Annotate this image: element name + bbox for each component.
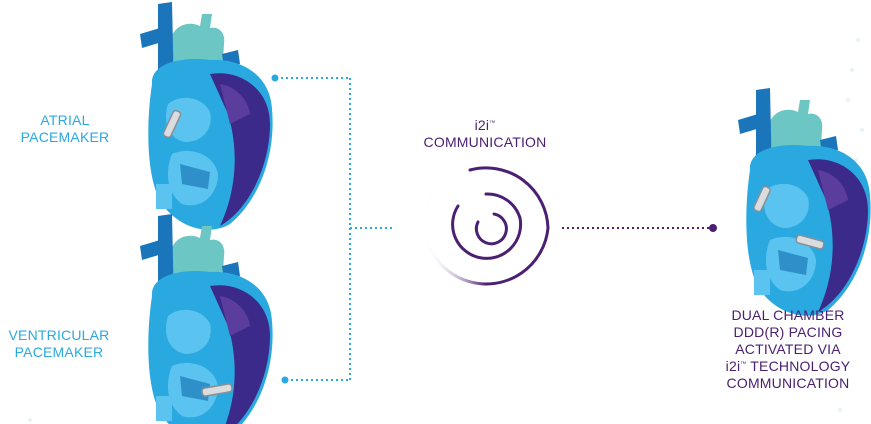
result-label-line5: COMMUNICATION <box>726 375 850 391</box>
dual-atrial-device-icon <box>753 185 771 213</box>
atrial-pacemaker-label: ATRIAL PACEMAKER <box>6 112 124 146</box>
result-label-tm: ™ <box>740 361 747 368</box>
atrial-connector-dot <box>271 74 279 82</box>
atrial-label-line1: ATRIAL <box>40 112 90 128</box>
atrial-label-line2: PACEMAKER <box>20 129 110 145</box>
result-label-line1: DUAL CHAMBER <box>731 307 845 323</box>
communication-label: i2i™ COMMUNICATION <box>410 117 560 151</box>
ventricular-pacemaker-device-icon <box>201 383 233 397</box>
signal-icon <box>422 166 550 286</box>
heart-atrial-icon <box>140 2 273 230</box>
ventricular-pacemaker-label: VENTRICULAR PACEMAKER <box>0 327 118 361</box>
ventricular-label-line1: VENTRICULAR <box>8 327 110 343</box>
atrial-pacemaker-device-icon <box>162 109 182 139</box>
heart-ventricular-icon <box>140 214 273 424</box>
communication-label-line2: COMMUNICATION <box>423 134 547 150</box>
ventricular-label-line2: PACEMAKER <box>14 344 104 360</box>
communication-label-brand: i2i <box>474 117 490 133</box>
heart-dual-icon <box>738 88 871 316</box>
communication-label-tm: ™ <box>489 120 496 127</box>
result-label-technology: TECHNOLOGY <box>746 358 851 374</box>
connector-lines <box>276 77 395 381</box>
result-label-brand: i2i <box>725 358 741 374</box>
result-label-line2: DDD(R) PACING <box>733 324 843 340</box>
output-connector <box>562 224 717 232</box>
result-label-line3: ACTIVATED VIA <box>735 341 841 357</box>
dual-chamber-label: DUAL CHAMBER DDD(R) PACING ACTIVATED VIA… <box>708 307 868 392</box>
dual-ventricular-device-icon <box>795 234 825 250</box>
ventricular-connector-dot <box>281 376 289 384</box>
